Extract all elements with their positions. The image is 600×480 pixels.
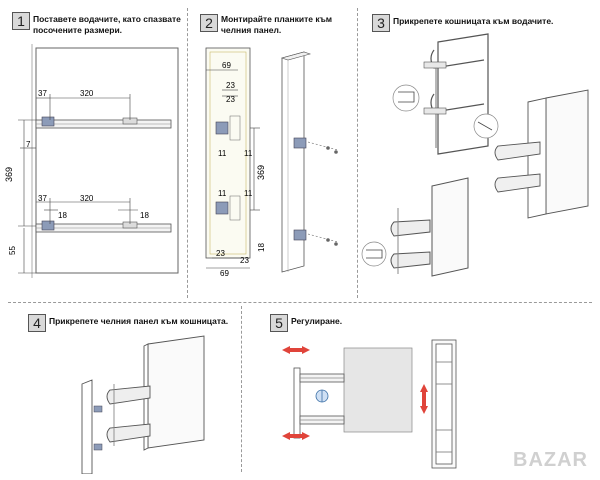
dim-11-c: 11 (218, 189, 227, 198)
step-caption: Прикрепете кошницата към водачите. (393, 16, 554, 26)
dim-55: 55 (8, 246, 17, 255)
bracket-lower (215, 201, 229, 215)
step-5-diagram (282, 339, 457, 469)
step-caption: Прикрепете челния панел към кошницата. (49, 316, 229, 326)
divider-row (8, 302, 592, 303)
dim-23-d: 23 (240, 256, 249, 265)
step-number: 4 (28, 314, 46, 332)
adjust-arrow-bottom (282, 432, 310, 440)
bracket-upper (215, 121, 229, 135)
front-panel-grey (343, 347, 413, 433)
dim-7: 7 (26, 140, 31, 149)
basket-rails (423, 61, 447, 115)
step-2-panel: 2 Монтирайте планките към челния панел. … (188, 0, 357, 300)
dim-23-a: 23 (226, 81, 235, 90)
bracket-screws-lower (293, 229, 339, 246)
step-caption: Регулиране. (291, 316, 343, 326)
step-4-diagram (81, 335, 205, 474)
step-2-diagram: 69 23 23 11 11 11 11 369 18 23 23 69 (205, 47, 339, 278)
cabinet-with-basket (106, 335, 205, 451)
step-1-panel: 1 Поставете водачите, като спазвате посо… (0, 0, 187, 300)
detail-circle-1 (392, 84, 420, 112)
step-3-diagram (361, 33, 589, 277)
cabinet-mounted (494, 89, 589, 219)
divider-step1-step2 (187, 8, 188, 298)
dimension-lines-lower (18, 198, 138, 274)
dim-37-lower: 37 (38, 194, 47, 203)
dim-320-lower: 320 (80, 194, 94, 203)
dim-320-upper: 320 (80, 89, 94, 98)
dim-23-b: 23 (226, 95, 235, 104)
step-number: 1 (12, 12, 30, 30)
dim-69-bottom: 69 (220, 269, 229, 278)
basket-with-front (390, 177, 469, 277)
front-panel-loose (81, 379, 93, 474)
dim-18-a: 18 (58, 211, 67, 220)
step-3-panel: 3 Прикрепете кошницата към водачите. (358, 0, 600, 300)
step-number: 2 (200, 14, 218, 32)
upper-guide-rail (35, 116, 172, 129)
adjust-arrow-top (282, 346, 310, 354)
step-4-panel: 4 Прикрепете челния панел към кошницата. (0, 306, 240, 476)
front-panel-perspective (280, 51, 312, 273)
watermark-logo: BAZAR (513, 449, 588, 471)
dim-11-a: 11 (218, 149, 227, 158)
dim-369: 369 (4, 167, 14, 182)
detail-circle-3 (361, 241, 387, 267)
step-number: 3 (372, 14, 390, 32)
dim-37-upper: 37 (38, 89, 47, 98)
dim-18: 18 (257, 243, 266, 252)
dim-69-top: 69 (222, 61, 231, 70)
divider-step4-step5 (241, 306, 242, 472)
detail-circle-2 (473, 113, 499, 139)
cabinet-front-view (431, 339, 457, 469)
mounting-hardware (93, 405, 103, 451)
cabinet-outline (35, 47, 179, 274)
front-panel-back-view (205, 47, 251, 259)
step-1-diagram: 37 320 7 369 37 320 18 18 55 (4, 44, 179, 278)
adjust-arrow-vertical (420, 384, 428, 414)
step-5-panel: 5 Регулиране. (242, 306, 600, 476)
lower-guide-rail (35, 220, 172, 233)
slide-side-view (293, 367, 345, 439)
bracket-screws-upper (293, 137, 339, 154)
step-number: 5 (270, 314, 288, 332)
dim-11-d: 11 (244, 189, 253, 198)
dim-23-c: 23 (216, 249, 225, 258)
dimension-lines-upper (18, 94, 131, 227)
step-caption: Поставете водачите, като спазвате посоче… (33, 14, 181, 35)
dim-11-b: 11 (244, 149, 253, 158)
divider-step2-step3 (357, 8, 358, 298)
dim-369: 369 (256, 165, 266, 180)
dim-18-b: 18 (140, 211, 149, 220)
step-caption: Монтирайте планките към челния панел. (221, 14, 333, 35)
